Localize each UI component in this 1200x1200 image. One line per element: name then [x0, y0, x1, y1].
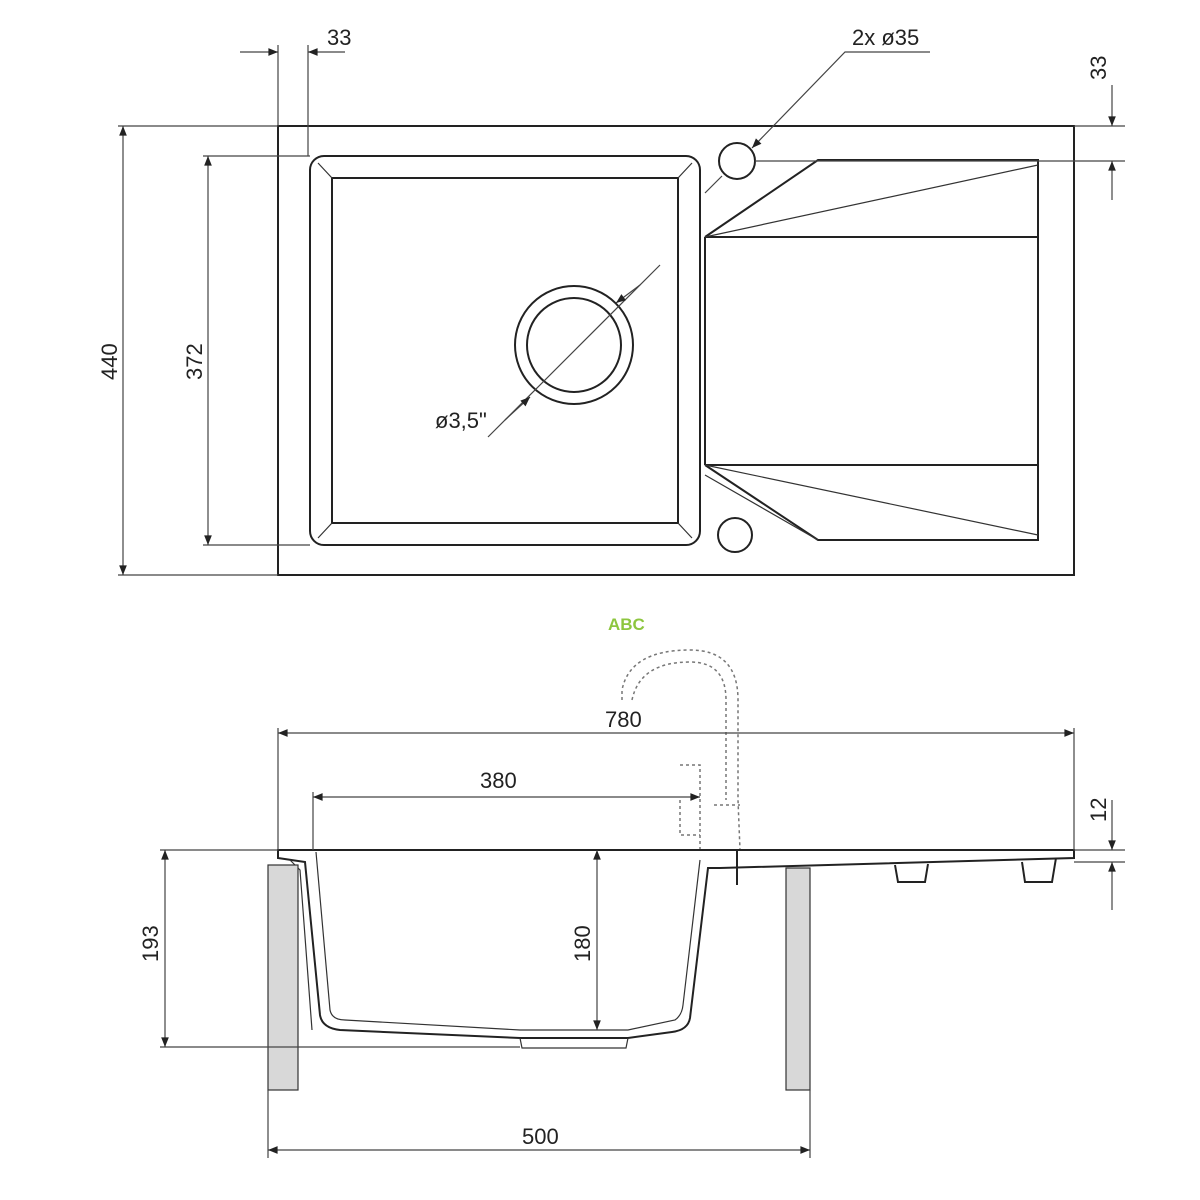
dim-label: 2x ø35: [852, 25, 919, 50]
dim-edge-offset: 33: [240, 25, 351, 156]
dim-label: 33: [327, 25, 351, 50]
overflow-hole-icon: [717, 517, 753, 553]
bowl-outer: [309, 155, 701, 546]
drain-icon: [514, 285, 634, 405]
dim-tap-holes: 2x ø35: [704, 25, 930, 194]
side-view: 780 380 12 193 180 500: [138, 649, 1125, 1158]
cabinet-wall-left: [267, 864, 299, 1091]
dim-total-height: 193: [138, 849, 520, 1048]
dim-bowl-depth: 372: [182, 155, 310, 546]
tap-hole-icon: [718, 142, 756, 180]
drainboard: [704, 159, 1039, 541]
dim-drain: ø3,5": [435, 264, 661, 438]
watermark-logo: ABC: [608, 615, 645, 634]
sink-outline: [277, 125, 1075, 576]
dim-label: 193: [138, 925, 163, 962]
dim-right-offset: 33: [755, 56, 1125, 200]
dim-label: 500: [522, 1124, 559, 1149]
bowl: [309, 155, 701, 546]
dim-label: ø3,5": [435, 408, 487, 433]
dim-bowl-height: 180: [570, 849, 601, 1030]
dim-label: 440: [97, 343, 122, 380]
cabinet-wall-right: [785, 867, 811, 1091]
dim-rim-thickness: 12: [1074, 798, 1125, 910]
dim-label: 12: [1086, 798, 1111, 822]
dim-total-depth: 440: [97, 125, 278, 576]
bowl-inner: [331, 177, 679, 524]
sink-profile: [277, 849, 1075, 1049]
dim-label: 372: [182, 343, 207, 380]
dim-total-width: 780: [277, 707, 1075, 850]
dim-label: 33: [1086, 56, 1111, 80]
dim-bowl-width: 380: [312, 768, 701, 850]
dim-label: 780: [605, 707, 642, 732]
dim-cabinet-width: 500: [267, 1090, 811, 1158]
dim-label: 380: [480, 768, 517, 793]
dim-label: 180: [570, 925, 595, 962]
top-view: 33 2x ø35 33 440 372 ø3,5": [97, 25, 1125, 576]
faucet-outline: [621, 649, 741, 851]
